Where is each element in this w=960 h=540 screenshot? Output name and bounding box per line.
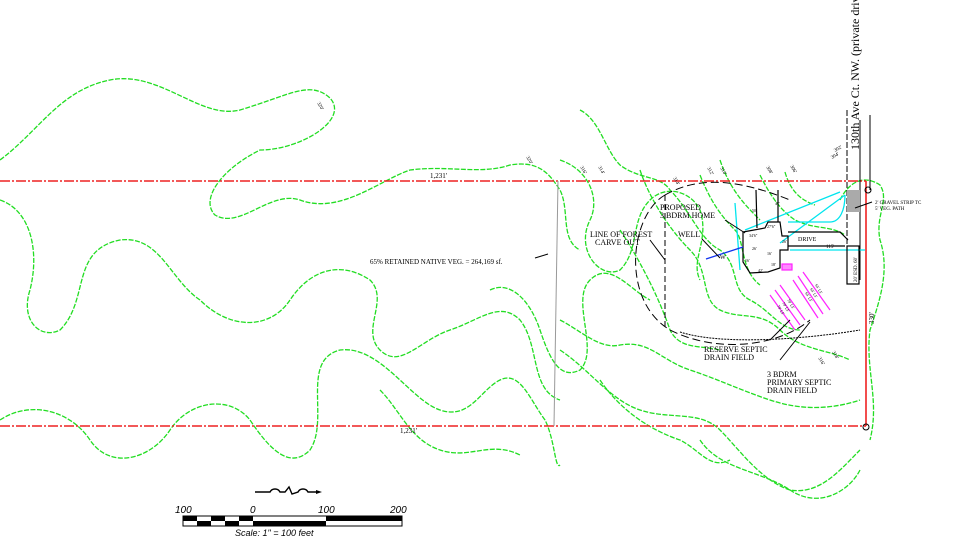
contour-labels: 320' 320' 316' 314' 314' 312' 310' 308' … [315,102,843,367]
svg-text:318': 318' [830,351,839,361]
north-arrow-ornament [255,485,318,495]
property-boundary [0,180,872,431]
svg-text:316': 316' [578,166,587,176]
svg-text:50': 50' [752,208,757,213]
road-label: 130th Ave Ct. NW. (private drive [848,0,862,150]
svg-text:304': 304' [831,152,841,161]
gravel-strip [847,190,860,212]
forest-label-1: LINE OF FOREST [590,230,652,239]
dimension-labels: 50' 47' 27'6" 34'6" 26' 26' 16' 16' 42' … [745,201,787,273]
east-length: 330' [868,312,876,324]
svg-text:16': 16' [767,251,772,256]
primary-label-1: 3 BDRM [767,370,797,379]
house-footprint [742,189,860,285]
primary-label-3: DRAIN FIELD [767,386,817,395]
svg-text:310': 310' [718,167,727,177]
svg-text:18': 18' [771,262,776,267]
svg-text:320': 320' [524,156,533,166]
forest-carve-line [635,181,811,345]
svg-text:302': 302' [834,145,844,154]
svg-text:65' LF: 65' LF [814,283,824,295]
svg-text:27'6": 27'6" [767,224,776,229]
scale-tick-0: 0 [250,505,256,516]
reserve-label-2: DRAIN FIELD [704,353,754,362]
svg-text:65' LF: 65' LF [809,287,819,299]
contour-lines [0,78,885,499]
forest-label-2: CARVE OUT [595,238,640,247]
svg-text:34'6": 34'6" [749,233,758,238]
north-length: 1,231' [430,172,447,180]
scale-tick-200: 200 [389,505,407,516]
svg-text:26': 26' [752,246,757,251]
gravel-label-2: 5' VEG. PATH [875,207,905,212]
svg-text:316': 316' [816,357,825,367]
scale-tick-neg100: 100 [175,505,192,516]
well-line-label: W [720,255,726,261]
svg-text:314': 314' [671,177,680,187]
retained-veg-label: 65% RETAINED NATIVE VEG. = 264,169 sf. [370,258,503,266]
primary-label-2: PRIMARY SEPTIC [767,378,831,387]
drain-line-labels: 70' LF 70' LF 70' LF 65' LF 65' LF 65' L… [776,283,824,316]
svg-text:70' LF: 70' LF [776,304,786,316]
scale-bar: 100 0 100 200 Scale: 1" = 100 feet [175,485,407,538]
scale-caption: Scale: 1" = 100 feet [235,528,314,538]
svg-text:314': 314' [596,166,605,176]
gravel-label-1: 2' GRAVEL STRIP TC [875,201,922,206]
veg-divider-line [553,180,559,427]
svg-text:308': 308' [764,166,773,176]
south-length: 1,231' [400,427,417,435]
svg-text:26': 26' [782,239,787,244]
driveway [734,191,865,271]
svg-text:70' LF: 70' LF [781,301,791,313]
svg-text:320': 320' [315,102,324,112]
drive-length: 115' [826,245,834,250]
svg-text:306': 306' [788,165,797,175]
home-label-2: 3 BDRM HOME [660,211,715,220]
leader-lines [534,201,873,361]
reserve-label-1: RESERVE SEPTIC [704,345,768,354]
drain-fields [769,263,831,331]
svg-text:65' LF: 65' LF [804,291,814,303]
svg-text:42': 42' [758,268,763,273]
home-label-1: PROPOSED [660,203,701,212]
svg-text:70' LF: 70' LF [786,298,796,310]
well-line [705,246,744,260]
septic-line [679,329,861,341]
svg-text:47': 47' [775,201,780,206]
svg-text:16': 16' [745,258,750,263]
scale-tick-100: 100 [318,505,335,516]
svg-text:312': 312' [705,167,714,177]
drive-label: DRIVE [798,237,817,243]
easement-label: 20' ESD. 60' [854,257,859,282]
well-label: WELL [678,230,700,239]
